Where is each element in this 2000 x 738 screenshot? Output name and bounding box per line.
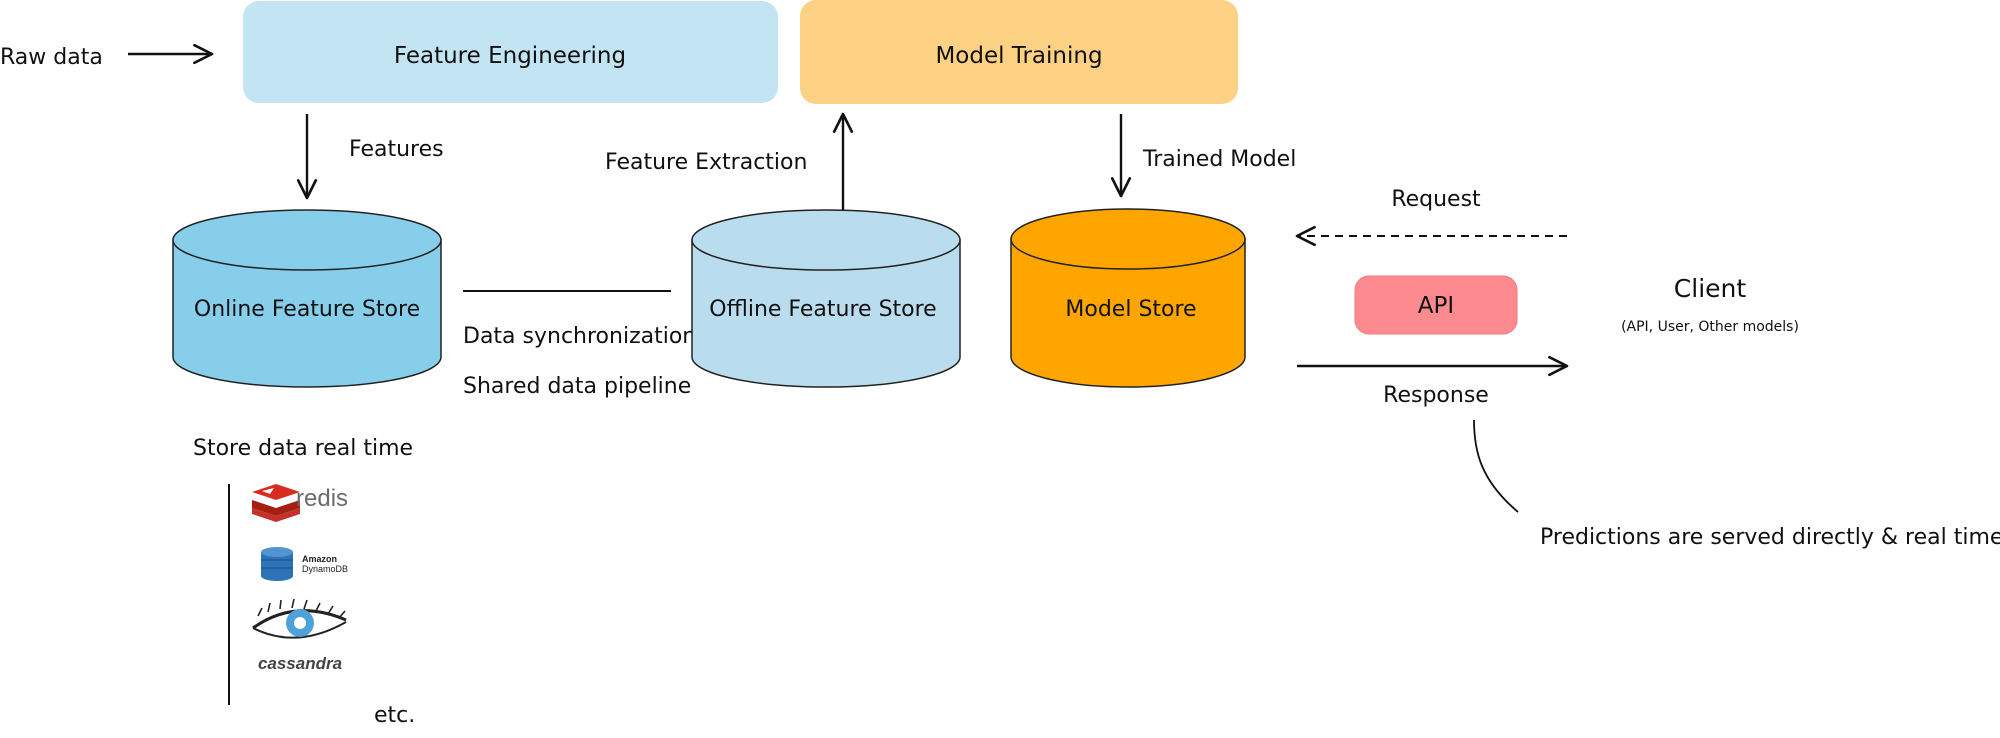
client-subtitle: (API, User, Other models)	[1621, 319, 1799, 335]
online-feature-store-label: Online Feature Store	[194, 297, 420, 322]
raw-data-label: Raw data	[0, 45, 103, 70]
dynamodb-logo-text1: Amazon	[302, 554, 337, 564]
redis-logo-text: redis	[296, 485, 348, 512]
cassandra-logo-text: cassandra	[258, 654, 342, 673]
response-label: Response	[1383, 383, 1489, 408]
api-label: API	[1418, 293, 1454, 319]
client-title: Client	[1674, 274, 1747, 303]
model-training-label: Model Training	[935, 43, 1102, 69]
sync-label-line1: Data synchronization	[463, 324, 696, 349]
etc-label: etc.	[374, 703, 415, 728]
feature-engineering-box: Feature Engineering	[243, 1, 778, 103]
dynamodb-logo: Amazon DynamoDB	[261, 547, 348, 581]
offline-feature-store: Offline Feature Store	[691, 209, 961, 388]
cassandra-logo: cassandra	[252, 598, 347, 673]
feature-engineering-label: Feature Engineering	[394, 43, 626, 69]
predictions-connector	[1473, 419, 1519, 513]
model-store: Model Store	[1010, 208, 1246, 388]
store-realtime-caption: Store data real time	[193, 436, 413, 461]
trained-model-label: Trained Model	[1142, 147, 1296, 172]
api-box: API	[1354, 275, 1518, 335]
model-store-label: Model Store	[1065, 297, 1196, 322]
predictions-note: Predictions are served directly & real t…	[1540, 525, 2000, 550]
request-label: Request	[1391, 187, 1481, 212]
redis-logo: redis	[252, 484, 348, 522]
model-training-box: Model Training	[800, 0, 1238, 104]
features-label: Features	[349, 137, 444, 162]
sync-label-line2: Shared data pipeline	[463, 374, 691, 399]
offline-feature-store-label: Offline Feature Store	[709, 297, 936, 322]
feature-extraction-label: Feature Extraction	[605, 150, 807, 175]
online-feature-store: Online Feature Store	[172, 209, 442, 388]
dynamodb-logo-text2: DynamoDB	[302, 564, 348, 574]
